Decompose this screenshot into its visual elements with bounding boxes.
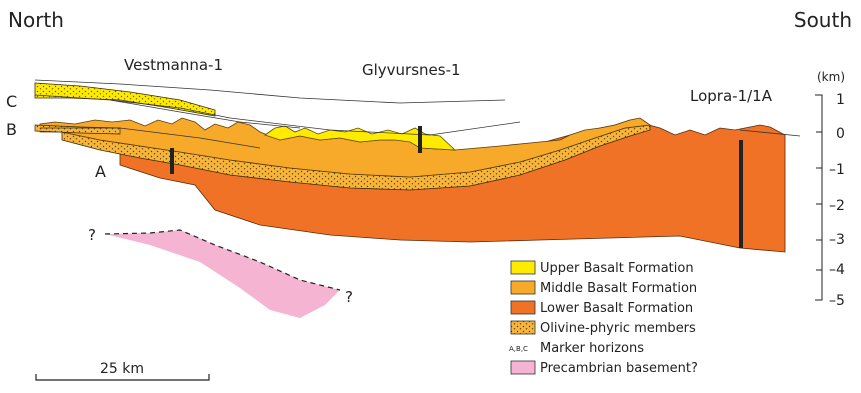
depth-tick-0: 0 bbox=[836, 126, 845, 142]
depth-tick-minus-2: –2 bbox=[829, 198, 845, 214]
horizon-c-sliver bbox=[35, 83, 215, 116]
legend-swatch-middle bbox=[511, 281, 535, 294]
legend-label-olivine: Olivine-phyric members bbox=[540, 321, 696, 336]
precambrian-basement bbox=[105, 230, 340, 318]
marker-a: A bbox=[95, 162, 106, 181]
legend-label-upper: Upper Basalt Formation bbox=[540, 261, 694, 276]
marker-c: C bbox=[6, 92, 17, 111]
lopra-label: Lopra-1/1A bbox=[690, 87, 773, 105]
legend-swatch-olivine bbox=[511, 321, 535, 334]
legend-label-middle: Middle Basalt Formation bbox=[540, 281, 697, 296]
legend-label-lower: Lower Basalt Formation bbox=[540, 301, 693, 316]
vestmanna-label: Vestmanna-1 bbox=[124, 56, 223, 74]
legend-swatch-basement bbox=[511, 361, 535, 374]
basement-question-left: ? bbox=[88, 226, 96, 244]
basement-question-right: ? bbox=[345, 288, 353, 306]
scale-bar: 25 km bbox=[36, 361, 209, 380]
depth-axis-unit: (km) bbox=[817, 70, 845, 84]
legend-label-markers: Marker horizons bbox=[540, 341, 644, 356]
north-label: North bbox=[8, 8, 64, 32]
scale-bar-label: 25 km bbox=[100, 361, 144, 377]
depth-tick-minus-1: –1 bbox=[829, 162, 845, 178]
legend: Upper Basalt Formation Middle Basalt For… bbox=[509, 261, 698, 376]
depth-tick-minus-5: –5 bbox=[829, 293, 845, 309]
depth-tick-1: 1 bbox=[836, 92, 845, 108]
legend-swatch-lower bbox=[511, 301, 535, 314]
legend-symbol-markers: A,B,C bbox=[509, 345, 528, 353]
marker-b: B bbox=[6, 120, 17, 139]
depth-tick-minus-4: –4 bbox=[829, 262, 845, 278]
south-label: South bbox=[794, 8, 852, 32]
depth-axis: (km) 1 0 –1 –2 –3 –4 –5 bbox=[815, 70, 845, 309]
glyvursnes-label: Glyvursnes-1 bbox=[362, 61, 461, 79]
depth-tick-minus-3: –3 bbox=[829, 232, 845, 248]
legend-swatch-upper bbox=[511, 261, 535, 274]
legend-label-basement: Precambrian basement? bbox=[540, 361, 698, 376]
